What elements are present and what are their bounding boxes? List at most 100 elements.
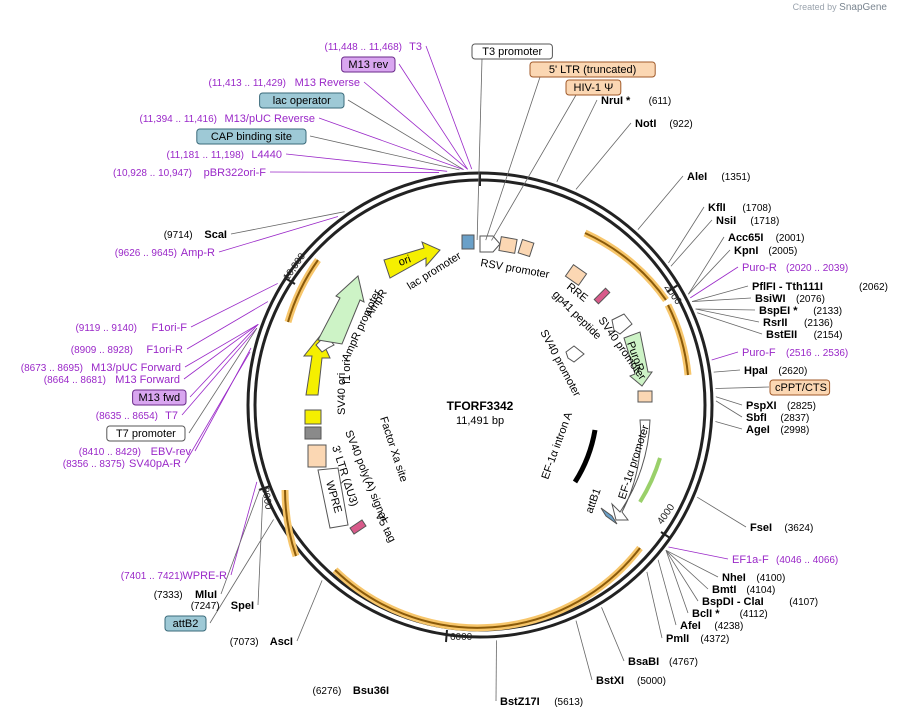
site-pos-t3: (11,448 .. 11,468) — [325, 42, 402, 53]
tick-6000 — [445, 629, 448, 643]
tick-4000 — [660, 531, 671, 539]
leader-lines — [181, 45, 770, 702]
feature-3ltr — [307, 444, 327, 468]
site-name-l4440: L4440 — [251, 149, 282, 161]
feature-cpptcts — [637, 390, 653, 403]
leader-m13-puc-forward — [184, 323, 259, 368]
leader-m13-rev — [398, 63, 468, 170]
leader-pflfi-tth111i — [692, 285, 749, 302]
site-pos-bstz17i: (5613) — [554, 697, 583, 708]
leader-pspxi — [715, 396, 743, 406]
leader-nsii — [670, 219, 713, 267]
label-factor-xa: Factor Xa site — [377, 415, 409, 483]
site-pos-rsrii: (2136) — [804, 318, 833, 329]
leader-bspdi-clai — [665, 550, 699, 602]
snapgene-logo: SnapGene — [839, 2, 887, 13]
site-pos-kpni: (2005) — [768, 246, 797, 257]
site-pos-bstxi: (5000) — [637, 676, 666, 687]
site-name-t3: T3 — [409, 41, 422, 53]
leader-amp-r — [218, 216, 339, 253]
tick-2000 — [666, 284, 679, 293]
site-pos-ef1a-f: (4046 .. 4066) — [776, 555, 838, 566]
leader-bstxi — [575, 620, 593, 681]
site-pos-amp-r: (9626 .. 9645) — [115, 248, 177, 259]
leader-alei — [637, 175, 684, 230]
site-pos-f1ori-f: (9119 .. 9140) — [75, 323, 137, 334]
leader-noti — [575, 122, 632, 190]
site-pos-m13-puc-forward: (8673 .. 8695) — [21, 363, 83, 374]
plasmid-name: TFORF3342 — [447, 399, 514, 413]
leader-acc65i — [688, 236, 725, 295]
feature-ef1a-green — [638, 457, 662, 504]
feature-box-m13-rev — [341, 56, 396, 73]
leader-bsabi — [601, 607, 625, 662]
site-name-f1ori-f: F1ori-F — [152, 322, 188, 334]
feature-gp41 — [593, 287, 611, 305]
feature-v5 — [349, 519, 367, 535]
site-pos-spei: (7247) — [191, 601, 220, 612]
site-pos-bsabi: (4767) — [669, 657, 698, 668]
site-pos-bspdi-clai: (4107) — [789, 597, 818, 608]
top-feature-label-hiv-1: HIV-1 Ψ — [574, 82, 614, 94]
site-name-sv40pa-r: SV40pA-R — [129, 458, 181, 470]
site-name-bspdi-clai: BspDI - ClaI — [702, 596, 764, 608]
site-name-m13-forward: M13 Forward — [115, 374, 180, 386]
leader-lac-operator — [347, 99, 464, 170]
plasmid-size: 11,491 bp — [456, 415, 504, 427]
site-name-bsteii: BstEII — [766, 329, 797, 341]
label-ef1a-intron: EF-1α intron A — [540, 410, 576, 481]
site-name-puro-f: Puro-F — [742, 347, 776, 359]
site-name-m13-puc-reverse: M13/pUC Reverse — [225, 113, 315, 125]
feature-hiv-psi — [517, 238, 535, 258]
site-name-spei: SpeI — [231, 600, 254, 612]
tick-label-4000: 4000 — [655, 502, 677, 527]
top-feature-box-5-ltr-truncated — [529, 61, 656, 78]
site-pos-wpre-r: (7401 .. 7421) — [121, 571, 183, 582]
feature-rsv-promoter — [479, 235, 501, 253]
label-sv40-ori: SV40 ori — [336, 373, 348, 415]
site-name-scai: ScaI — [204, 229, 227, 241]
feature-label-m13-rev: M13 rev — [348, 59, 388, 71]
site-pos-f1ori-r: (8909 .. 8928) — [71, 345, 133, 356]
credit-prefix: Created by — [792, 2, 837, 12]
site-pos-asci: (7073) — [230, 637, 259, 648]
site-pos-ebv-rev: (8410 .. 8429) — [79, 447, 141, 458]
feature-ef1a-promoter — [611, 419, 651, 521]
leader-nhei — [665, 549, 719, 578]
leader-t7-promoter — [188, 327, 258, 434]
feature-sv40-promoter-b — [565, 345, 585, 363]
site-name-sbfi: SbfI — [746, 412, 767, 424]
leader-afei — [657, 559, 677, 626]
leader-fsei — [697, 496, 747, 528]
leader-top-t3-promoter — [476, 58, 483, 241]
label-f1-ori: f1 ori — [341, 360, 353, 384]
leader-bmti — [665, 550, 709, 590]
leader-rsrii — [695, 308, 760, 323]
feature-box-t7-promoter — [106, 425, 186, 442]
site-pos-l4440: (11,181 .. 11,198) — [167, 150, 244, 161]
site-pos-m13-forward: (8664 .. 8681) — [44, 375, 106, 386]
feature-rre — [564, 263, 588, 287]
site-name-acc65i: Acc65I — [728, 232, 763, 244]
site-name-asci: AscI — [270, 636, 293, 648]
site-pos-afei: (4238) — [714, 621, 743, 632]
site-name-bcli: BclI * — [692, 608, 720, 620]
site-name-pflfi-tth111i: PflFI - Tth111I — [752, 281, 823, 293]
site-name-pspxi: PspXI — [746, 400, 777, 412]
site-name-pbr322ori-f: pBR322ori-F — [204, 167, 267, 179]
leader-m13-puc-reverse — [318, 117, 464, 170]
leader-t7 — [181, 327, 258, 416]
feature-label-attb2: attB2 — [173, 618, 199, 630]
leader-bspei — [695, 308, 756, 311]
site-name-bspei: BspEI * — [759, 305, 798, 317]
tick-8000 — [258, 485, 271, 491]
feature-wpre — [317, 467, 349, 529]
site-name-hpai: HpaI — [744, 365, 768, 377]
site-pos-bsiwi: (2076) — [796, 294, 825, 305]
feature-label-m13-fwd: M13 fwd — [139, 392, 181, 404]
leader-kfli — [668, 206, 705, 264]
leader-nrui — [556, 99, 598, 183]
leader-agei — [715, 421, 743, 430]
tick-marks — [258, 172, 679, 643]
